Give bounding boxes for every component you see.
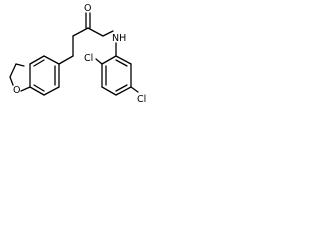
bond (101, 55, 117, 65)
double-bond (115, 59, 128, 67)
bond (15, 63, 25, 67)
bond (101, 86, 117, 96)
bond (130, 86, 139, 93)
bond (9, 63, 17, 78)
bond (102, 30, 114, 37)
bond (95, 58, 103, 65)
bond (72, 27, 89, 37)
bond (43, 55, 60, 65)
bond (115, 55, 132, 65)
bond (29, 86, 45, 96)
bond (87, 27, 104, 37)
dichlorophenyl-ring (95, 42, 139, 96)
ring-oxygen-label: O (13, 85, 20, 96)
carbonyl-oxygen-label: O (84, 3, 91, 14)
chloro-para-label: Cl (137, 94, 146, 105)
bond (43, 86, 60, 96)
benzofuran-benzene-ring (29, 55, 60, 96)
double-bond (33, 59, 45, 67)
propanamide-chain (58, 12, 114, 65)
amide-nh-label: NH (112, 33, 126, 44)
bond (20, 86, 31, 92)
bond (58, 55, 74, 65)
double-bond (33, 84, 45, 92)
chloro-ortho-label: Cl (84, 53, 93, 64)
double-bond (115, 84, 128, 92)
bond (29, 55, 45, 65)
bond (115, 86, 132, 96)
bond (9, 76, 14, 86)
dihydrofuran-ring (9, 63, 31, 92)
chemical-structure: O O NH Cl Cl (9, 3, 146, 105)
